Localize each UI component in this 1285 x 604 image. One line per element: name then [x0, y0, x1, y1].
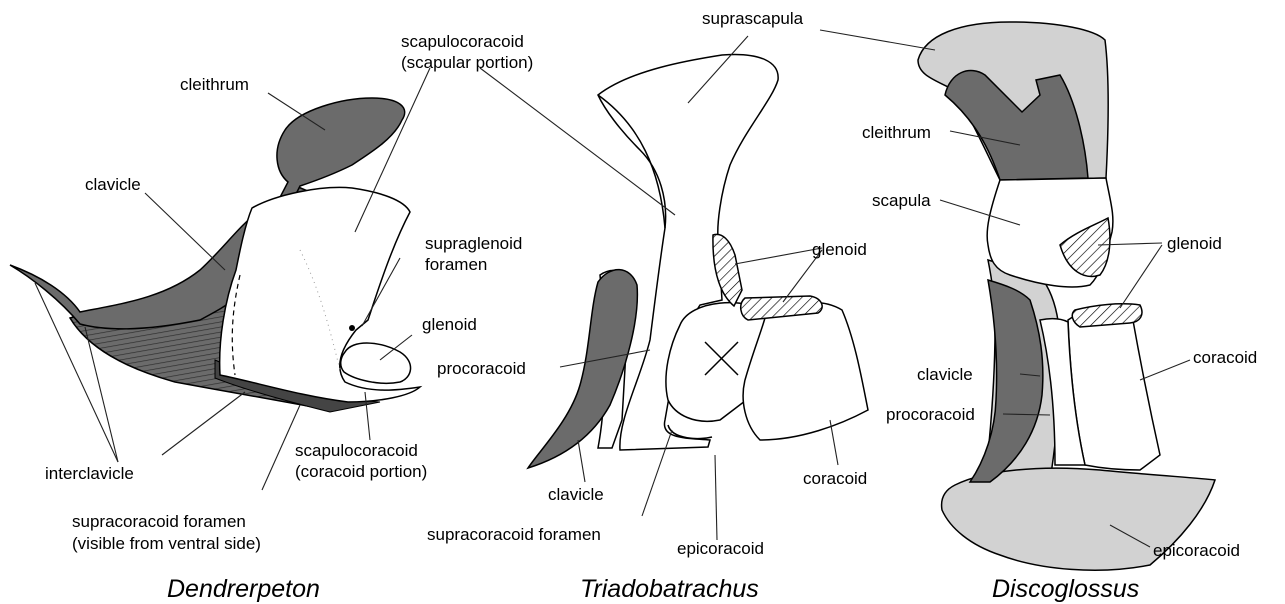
label-dend-glenoid: glenoid: [422, 315, 477, 334]
label-disco-glenoid: glenoid: [1167, 234, 1222, 253]
label-triado-epicoracoid: epicoracoid: [677, 539, 764, 558]
label-disco-clavicle: clavicle: [917, 365, 973, 384]
label-triado-suprascapula: suprascapula: [702, 9, 804, 28]
label-dend-clavicle: clavicle: [85, 175, 141, 194]
dendrerpeton-drawing: [10, 98, 420, 412]
label-disco-epicoracoid: epicoracoid: [1153, 541, 1240, 560]
label-disco-scapula: scapula: [872, 191, 931, 210]
label-disco-coracoid: coracoid: [1193, 348, 1257, 367]
label-dend-scap-scapular-1: scapulocoracoid: [401, 32, 524, 51]
dendrerpeton-glenoid-shape: [341, 343, 411, 383]
discoglossus-glenoid-lower: [1072, 304, 1142, 327]
label-dend-supraglenoid-2: foramen: [425, 255, 487, 274]
label-dend-scap-coracoid-1: scapulocoracoid: [295, 441, 418, 460]
label-triado-procoracoid: procoracoid: [437, 359, 526, 378]
label-triado-clavicle: clavicle: [548, 485, 604, 504]
label-dend-supracoracoid-1: supracoracoid foramen: [72, 512, 246, 531]
label-dend-supraglenoid-1: supraglenoid: [425, 234, 522, 253]
label-disco-procoracoid: procoracoid: [886, 405, 975, 424]
title-dendrerpeton: Dendrerpeton: [167, 575, 320, 603]
triadobatrachus-drawing: [528, 54, 868, 468]
title-triadobatrachus: Triadobatrachus: [580, 575, 759, 603]
label-dend-interclavicle: interclavicle: [45, 464, 134, 483]
label-dend-cleithrum: cleithrum: [180, 75, 249, 94]
title-discoglossus: Discoglossus: [992, 575, 1139, 603]
dendrerpeton-supraglenoid-foramen-shape: [349, 325, 355, 331]
label-dend-supracoracoid-2: (visible from ventral side): [72, 534, 261, 553]
discoglossus-drawing: [918, 22, 1215, 570]
label-dend-scap-scapular-2: (scapular portion): [401, 53, 533, 72]
label-triado-glenoid: glenoid: [812, 240, 867, 259]
label-triado-supracoracoid: supracoracoid foramen: [427, 525, 601, 544]
label-triado-coracoid: coracoid: [803, 469, 867, 488]
label-disco-cleithrum: cleithrum: [862, 123, 931, 142]
label-dend-scap-coracoid-2: (coracoid portion): [295, 462, 427, 481]
